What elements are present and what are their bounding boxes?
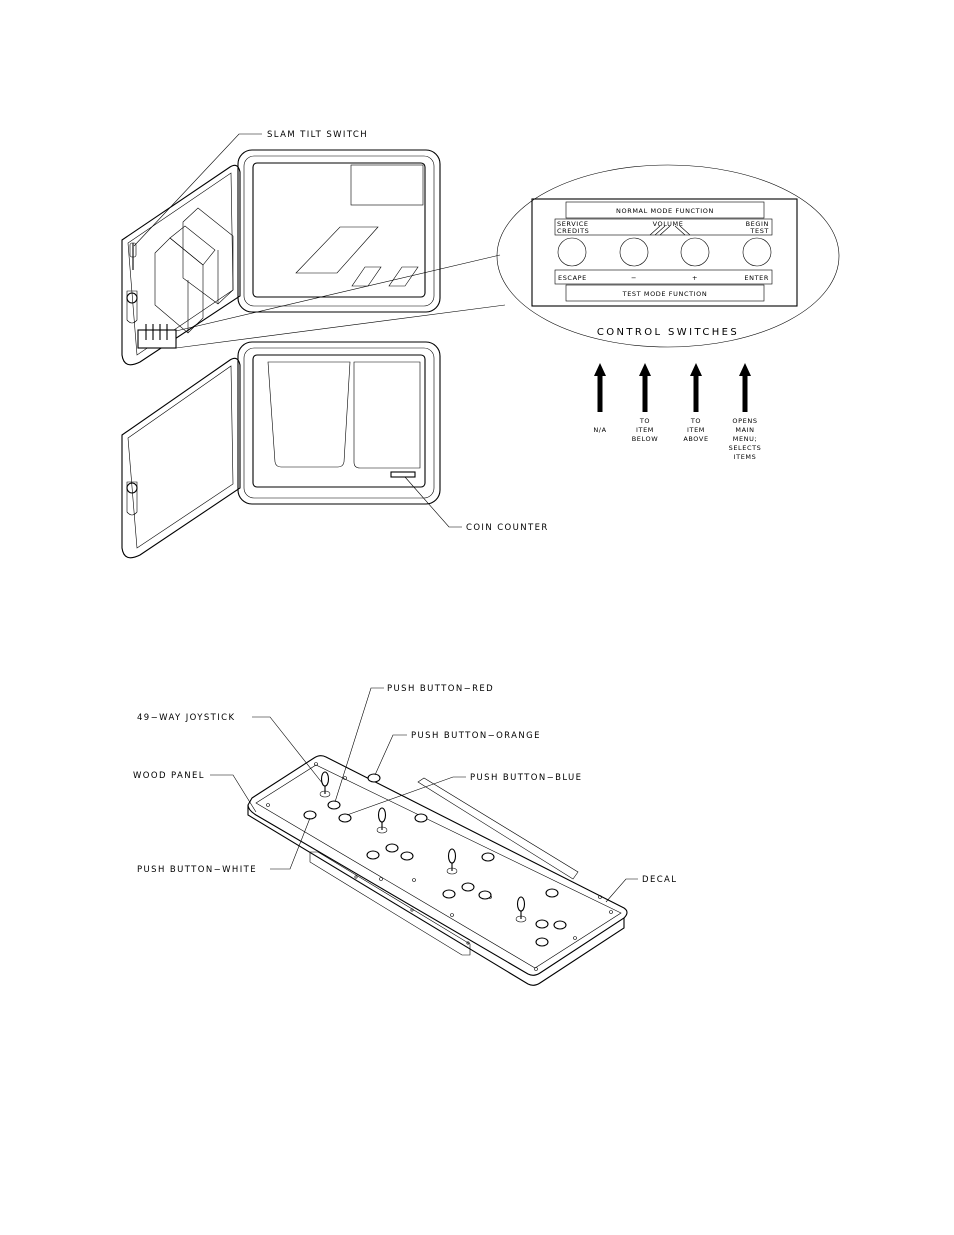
push-button-white-label: PUSH BUTTON−WHITE <box>137 865 257 875</box>
escape-label: ESCAPE <box>558 274 587 282</box>
push-button-red-callout: PUSH BUTTON−RED <box>334 684 494 803</box>
plus-switch <box>680 237 710 267</box>
joystick <box>515 896 527 923</box>
push-button-red-label: PUSH BUTTON−RED <box>387 684 494 694</box>
decal-label: DECAL <box>642 875 677 885</box>
service-credits-label-2: CREDITS <box>557 227 589 235</box>
enter-label: ENTER <box>744 274 769 282</box>
control-switches-caption: CONTROL SWITCHES <box>597 327 739 338</box>
push-button-orange-callout: PUSH BUTTON−ORANGE <box>374 731 541 776</box>
push-button-orange-label: PUSH BUTTON−ORANGE <box>411 731 541 741</box>
slam-tilt-switch-label: SLAM TILT SWITCH <box>267 130 368 140</box>
service-credits-label-1: SERVICE <box>557 220 589 228</box>
wood-panel-label: WOOD PANEL <box>133 771 205 781</box>
arrow1-desc: N/A <box>593 426 606 434</box>
push-button-blue-label: PUSH BUTTON−BLUE <box>470 773 582 783</box>
joystick <box>446 848 458 875</box>
joystick-49way-label: 49−WAY JOYSTICK <box>137 713 235 723</box>
push-button-white-callout: PUSH BUTTON−WHITE <box>137 817 311 875</box>
panel-screws <box>266 762 613 971</box>
arrow2-desc-3: BELOW <box>632 435 659 443</box>
coin-door-upper <box>121 149 441 366</box>
up-arrow-icon <box>690 363 702 412</box>
test-mode-function-header: TEST MODE FUNCTION <box>622 290 708 298</box>
arrow4-desc-5: ITEMS <box>734 453 757 461</box>
up-arrow-icon <box>594 363 606 412</box>
begin-test-label-1: BEGIN <box>746 220 769 228</box>
up-arrow-icon <box>739 363 751 412</box>
coin-counter-callout: COIN COUNTER <box>404 476 549 533</box>
push-buttons <box>303 773 567 947</box>
function-arrows: N/A TO ITEM BELOW TO ITEM ABOVE OPENS MA… <box>593 363 761 461</box>
decal-callout: DECAL <box>605 875 677 903</box>
begin-test-label-2: TEST <box>749 227 769 235</box>
push-button-blue-callout: PUSH BUTTON−BLUE <box>346 773 582 816</box>
arrow2-desc-2: ITEM <box>636 426 654 434</box>
slam-tilt-switch-callout: SLAM TILT SWITCH <box>133 130 368 247</box>
coin-door-lower <box>121 341 441 559</box>
volume-label: VOLUME <box>653 220 684 228</box>
plus-label: + <box>692 274 698 282</box>
arrow3-desc-1: TO <box>690 417 701 425</box>
minus-switch <box>619 237 649 267</box>
arrow4-desc-4: SELECTS <box>729 444 762 452</box>
arrow4-desc-3: MENU; <box>733 435 758 443</box>
arrow4-desc-1: OPENS <box>732 417 757 425</box>
coin-counter-label: COIN COUNTER <box>466 523 549 533</box>
arrow4-desc-2: MAIN <box>735 426 754 434</box>
control-panel-assembly <box>247 755 628 986</box>
escape-switch <box>557 237 587 267</box>
arrow2-desc-1: TO <box>639 417 650 425</box>
joystick <box>319 771 331 798</box>
minus-label: − <box>631 274 637 282</box>
joystick-49way-callout: 49−WAY JOYSTICK <box>137 713 324 785</box>
wood-panel-callout: WOOD PANEL <box>133 771 257 813</box>
joystick <box>376 807 388 834</box>
control-switches-callout: NORMAL MODE FUNCTION SERVICE CREDITS VOL… <box>496 164 840 348</box>
arrow3-desc-2: ITEM <box>687 426 705 434</box>
enter-switch <box>742 237 772 267</box>
arrow3-desc-3: ABOVE <box>683 435 708 443</box>
up-arrow-icon <box>639 363 651 412</box>
normal-mode-function-header: NORMAL MODE FUNCTION <box>616 207 714 215</box>
